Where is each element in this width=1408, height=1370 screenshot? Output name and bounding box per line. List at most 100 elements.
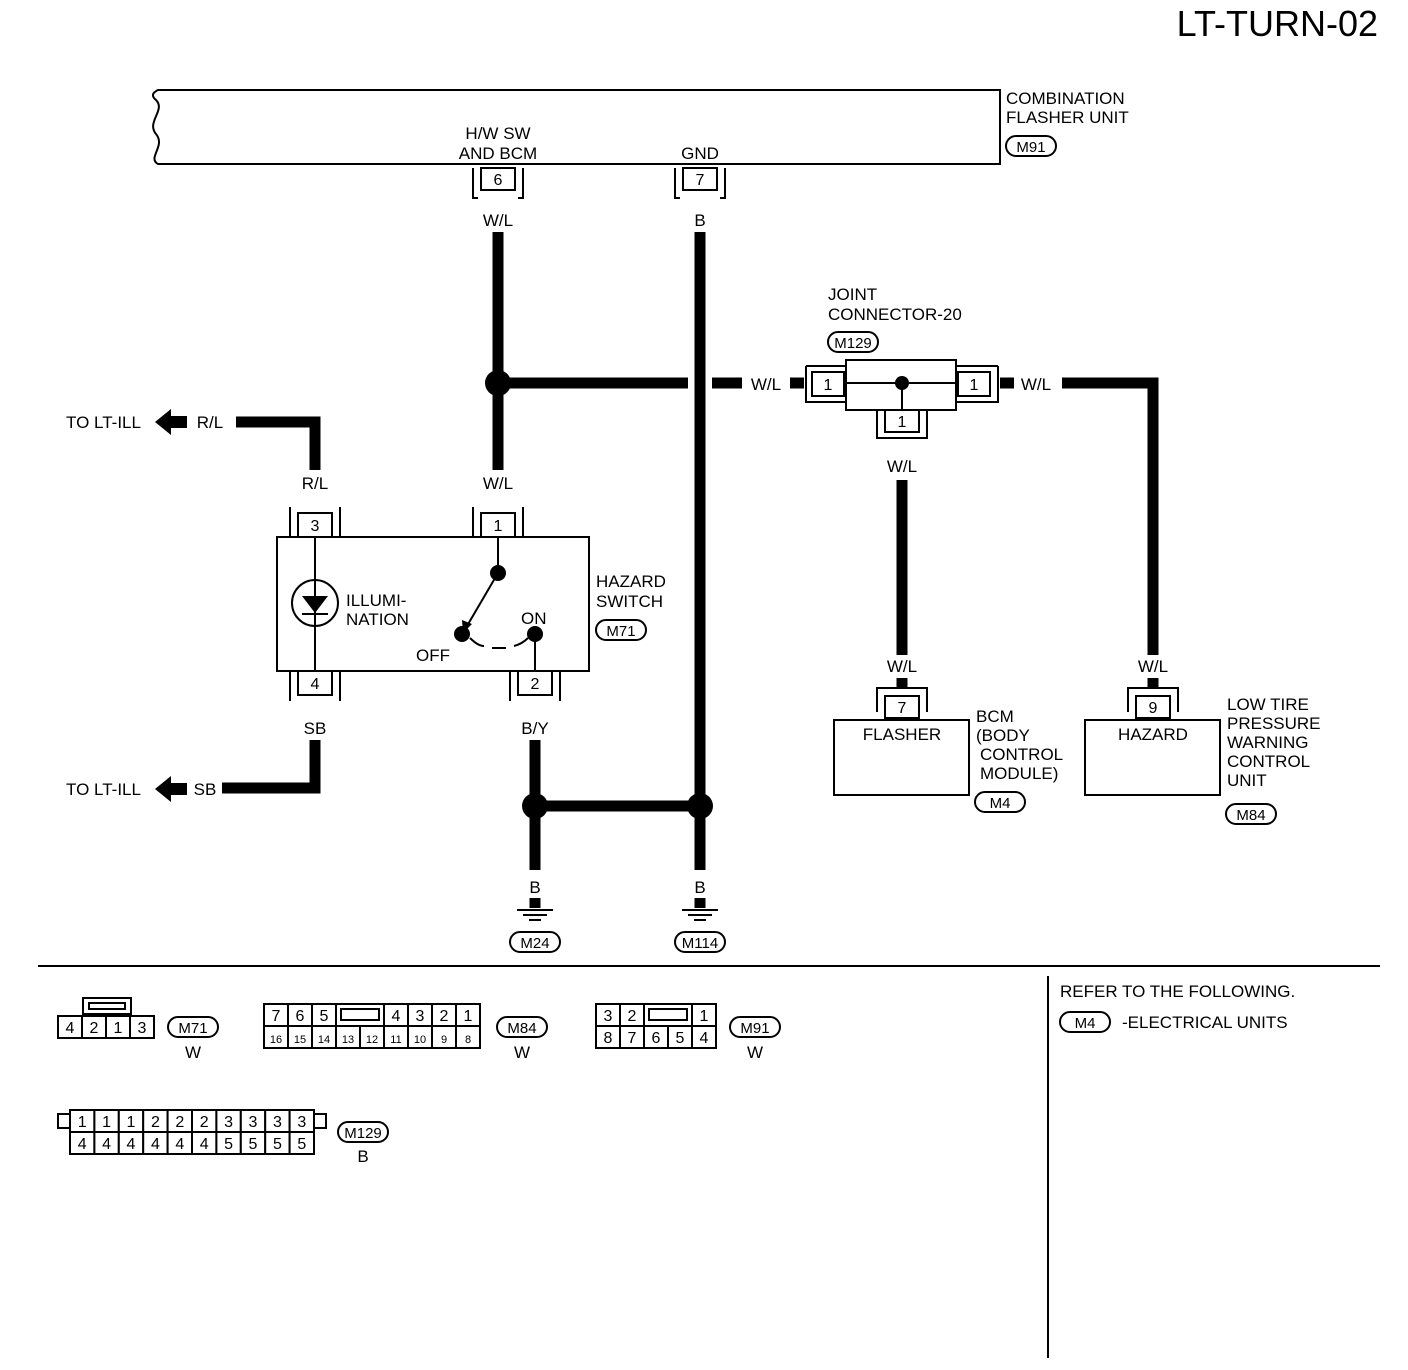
face-badge-m129 <box>337 1121 389 1143</box>
switch-pin-3: 3 <box>311 518 320 535</box>
flasher-unit-body <box>151 89 1001 165</box>
ground-badge <box>509 931 561 953</box>
pin-label: 1 <box>114 1020 123 1037</box>
arrow-left-icon <box>155 776 187 802</box>
pin-label: 3 <box>224 1114 233 1131</box>
joint-name-1: JOINT <box>828 285 877 304</box>
switch-off-label: OFF <box>416 646 450 665</box>
splice-dot-b-left <box>522 793 548 819</box>
refer-text: REFER TO THE FOLLOWING. <box>1060 982 1295 1001</box>
pin-number: 7 <box>696 172 705 189</box>
connector-badge-m84 <box>1225 803 1277 825</box>
pin-label: 15 <box>294 1034 306 1046</box>
wire-label-rl-switch: R/L <box>302 474 328 493</box>
connector-code-m4: M4 <box>990 795 1011 812</box>
switch-pin-1: 1 <box>494 518 503 535</box>
pin-label: 4 <box>151 1136 160 1153</box>
wire-label-rl-left: R/L <box>197 413 223 432</box>
to-lt-ill-top: TO LT-ILL <box>66 409 187 435</box>
pin-label: 5 <box>224 1136 233 1153</box>
flasher-pin-7: 7 <box>674 167 726 199</box>
pin-label: 1 <box>700 1008 709 1025</box>
illumination-label-1: ILLUMI- <box>346 591 406 610</box>
flasher-pin-6: 6 <box>472 167 524 199</box>
switch-on-label: ON <box>521 609 547 628</box>
connector-code-m129: M129 <box>834 335 872 352</box>
tpms-name-4: CONTROL <box>1227 752 1310 771</box>
low-tire-pressure-warning-unit: 9 HAZARD LOW TIRE PRESSURE WARNING CONTR… <box>1084 687 1321 825</box>
wire-label-by: B/Y <box>521 719 548 738</box>
bcm-terminal: FLASHER <box>863 725 941 744</box>
pin-label: 5 <box>249 1136 258 1153</box>
tpms-name-5: UNIT <box>1227 771 1267 790</box>
wire-label-b-ground2: B <box>694 878 705 897</box>
splice-dot-b-right <box>687 793 713 819</box>
pin6-label-2: AND BCM <box>459 144 537 163</box>
connector-code-m91: M91 <box>1016 139 1045 156</box>
face-color-m71: W <box>185 1043 201 1062</box>
pin-cell <box>288 1131 316 1155</box>
pin-label: 16 <box>270 1034 282 1046</box>
pin-label: 3 <box>138 1020 147 1037</box>
wire-rl <box>236 416 321 470</box>
pin-label: 5 <box>273 1136 282 1153</box>
switch-pin-4: 4 <box>311 676 320 693</box>
hazard-switch-name-1: HAZARD <box>596 572 666 591</box>
pin-label: 4 <box>102 1136 111 1153</box>
bcm-name-3: CONTROL <box>980 745 1063 764</box>
face-code-m84: M84 <box>507 1020 536 1037</box>
ground-code-m24: M24 <box>520 935 549 952</box>
wire-label-wl-tpms: W/L <box>1138 657 1168 676</box>
pin-label: 1 <box>127 1114 136 1131</box>
bcm-name-4: MODULE) <box>980 764 1058 783</box>
switch-off-contact <box>454 626 470 642</box>
refer-section: REFER TO THE FOLLOWING. M4 -ELECTRICAL U… <box>1059 982 1295 1033</box>
pin-label: 4 <box>78 1136 87 1153</box>
bcm-name-2: (BODY <box>976 726 1030 745</box>
pin-label: 2 <box>628 1008 637 1025</box>
pin-label: 4 <box>127 1136 136 1153</box>
hazard-switch-name-2: SWITCH <box>596 592 663 611</box>
connector-badge-m129 <box>827 331 879 353</box>
bcm-name-1: BCM <box>976 707 1014 726</box>
bcm: 7 FLASHER BCM (BODY CONTROL MODULE) M4 <box>833 687 1063 813</box>
wire-label-wl-joint-down: W/L <box>887 457 917 476</box>
joint-pin-right: 1 <box>970 377 979 394</box>
to-lt-ill-label-top: TO LT-ILL <box>66 413 141 432</box>
switch-pin-2: 2 <box>531 676 540 693</box>
tpms-name-1: LOW TIRE <box>1227 695 1309 714</box>
pin-label: 8 <box>465 1034 471 1046</box>
pin-label: 8 <box>604 1030 613 1047</box>
connector-badge-m4 <box>974 791 1026 813</box>
ground-code-m114: M114 <box>682 935 718 952</box>
switch-lever <box>466 572 499 627</box>
pin-label: 3 <box>297 1114 306 1131</box>
wire-sb <box>222 740 321 794</box>
pin-label: 12 <box>366 1034 378 1046</box>
pin-cell <box>691 1025 717 1049</box>
pin-label: 2 <box>200 1114 209 1131</box>
pin-cell <box>455 1025 481 1049</box>
face-badge-m91 <box>729 1016 781 1038</box>
pin-label: 3 <box>249 1114 258 1131</box>
pin-label: 5 <box>320 1008 329 1025</box>
refer-item: -ELECTRICAL UNITS <box>1122 1013 1288 1032</box>
pin-label: 14 <box>318 1034 330 1046</box>
arrow-left-icon <box>155 409 187 435</box>
face-code-m129: M129 <box>344 1125 382 1142</box>
combination-flasher-unit: COMBINATION FLASHER UNIT M91 H/W SW AND … <box>151 89 1129 165</box>
to-lt-ill-label-bottom: TO LT-ILL <box>66 780 141 799</box>
pin-label: 7 <box>628 1030 637 1047</box>
pin-cell <box>129 1015 155 1039</box>
wires <box>222 232 1159 870</box>
face-badge-m84 <box>496 1016 548 1038</box>
hazard-switch: 3 1 4 2 ILLUMI- NATION OFF ON HAZARD SWI… <box>276 507 666 701</box>
connector-badge-m71 <box>595 619 647 641</box>
pin-label: 4 <box>175 1136 184 1153</box>
tpms-body <box>1084 719 1221 796</box>
joint-dot <box>895 376 909 390</box>
pin-label: 4 <box>700 1030 709 1047</box>
